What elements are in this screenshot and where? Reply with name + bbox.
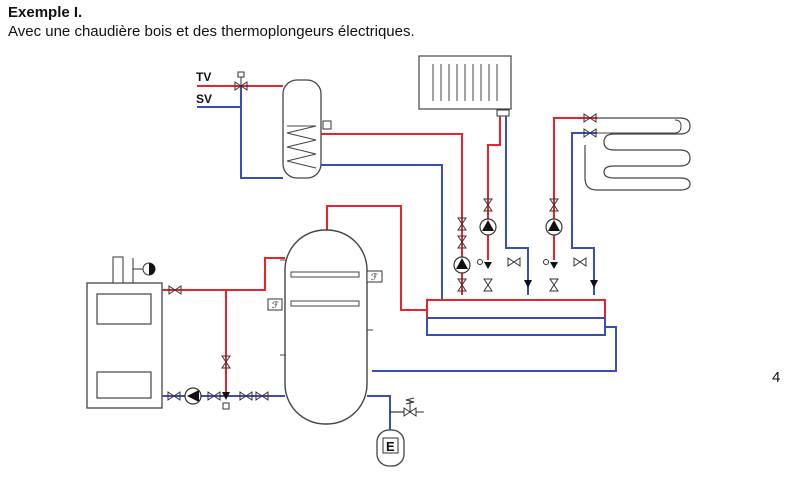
- wood-boiler: [86, 256, 163, 409]
- floor-circuit-devices: [543, 113, 597, 292]
- sv-return-line: SV: [196, 86, 283, 179]
- floor-heating-coil: [584, 117, 691, 191]
- page-title: Exemple I.: [8, 4, 83, 21]
- svg-text:ℱ: ℱ: [371, 272, 378, 282]
- expansion-vessel-label: E: [386, 439, 395, 454]
- dhw-tank: [282, 79, 332, 179]
- page-subtitle: Avec une chaudière bois et des thermoplo…: [8, 23, 415, 40]
- manifold: [426, 299, 606, 336]
- buffer-tank: ℱ ℱ: [267, 229, 383, 425]
- safety-valve: [403, 397, 424, 417]
- page-number: 4: [772, 369, 781, 386]
- three-way-valve-top: [234, 71, 248, 91]
- tv-label: TV: [196, 70, 211, 84]
- boiler-return-devices: [167, 387, 269, 410]
- expansion-vessel: E: [376, 429, 405, 467]
- radiator: [418, 55, 512, 117]
- sv-label: SV: [196, 92, 212, 106]
- radiator-circuit-devices: [477, 198, 521, 292]
- svg-text:ℱ: ℱ: [272, 300, 279, 310]
